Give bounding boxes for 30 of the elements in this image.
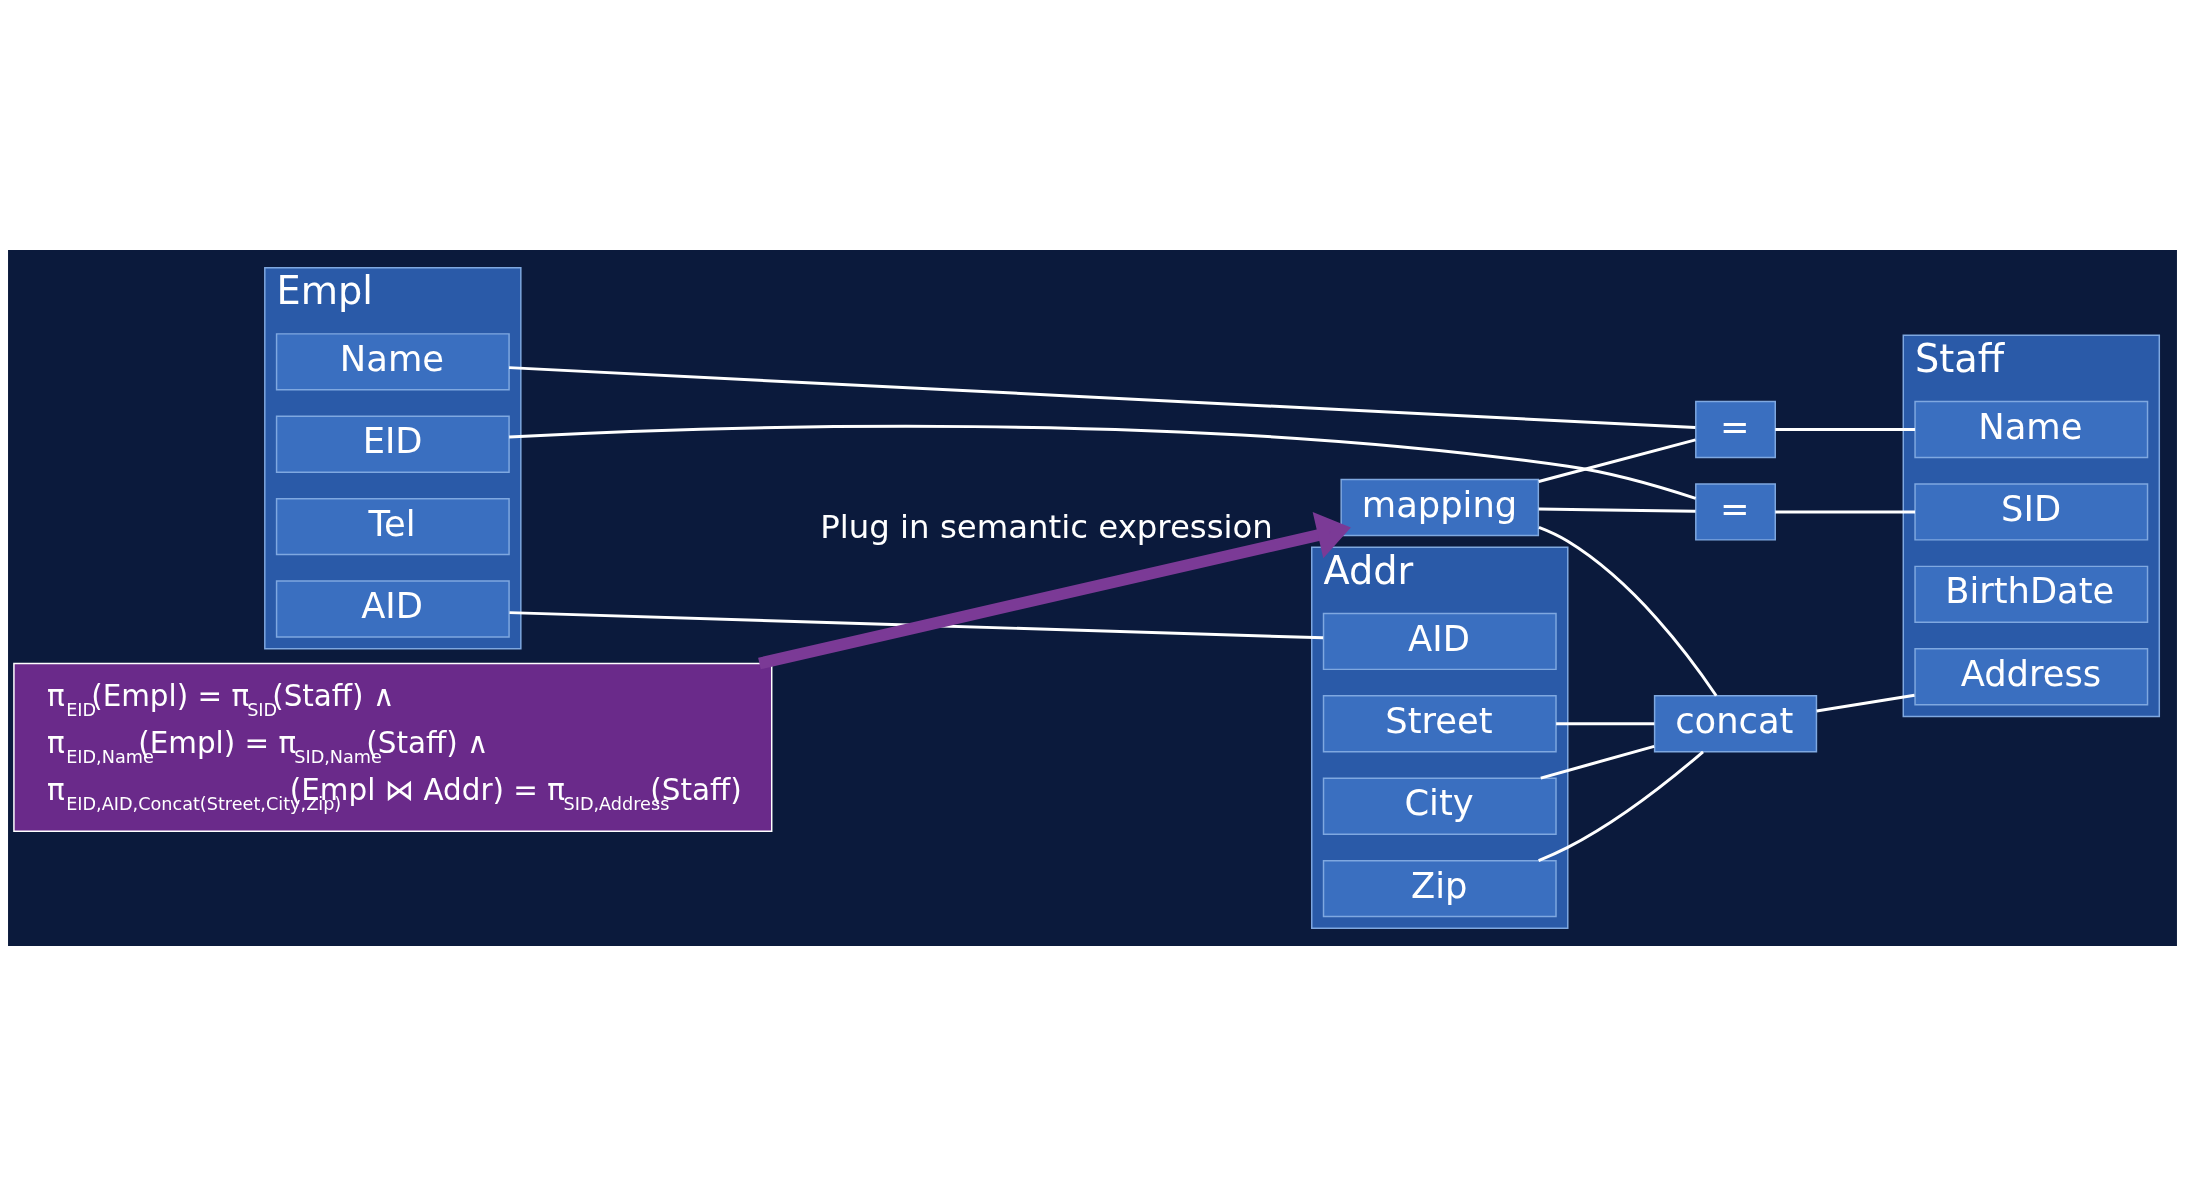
connector — [1538, 526, 1718, 697]
node-box: mapping — [1340, 478, 1540, 537]
node-box: = — [1695, 400, 1776, 459]
node-box: concat — [1653, 695, 1818, 753]
node-box: AID — [275, 580, 510, 638]
connector — [509, 611, 1324, 640]
node-box: Name — [275, 333, 510, 391]
node-box: Name — [1914, 400, 2149, 459]
arrow — [758, 512, 1351, 670]
connector — [509, 366, 1696, 430]
edge-label: Plug in semantic expression — [820, 507, 1273, 546]
node-box: Zip — [1322, 859, 1557, 918]
node-box: City — [1322, 777, 1557, 835]
node-box: BirthDate — [1914, 565, 2149, 623]
connector — [1538, 507, 1696, 513]
connector — [1538, 438, 1696, 483]
connector — [1775, 428, 1916, 431]
connector — [509, 424, 1697, 500]
node-box: Address — [1914, 648, 2149, 706]
node-box: Street — [1322, 695, 1557, 753]
node-box: EID — [275, 415, 510, 473]
node-box: = — [1695, 483, 1776, 541]
connector — [1816, 693, 1915, 713]
connector — [1775, 510, 1916, 514]
connector — [1540, 744, 1655, 780]
connector — [1556, 722, 1655, 726]
node-box: π$_{EID}$(Empl) = π$_{SID}$(Staff) ∧ π$_{EID,Name}$(Empl) = π$_{SID,Name}$(Staff) ∧ π$_{EID,AID,Concat(Street,City,Zip)}$(Empl ⋈ Addr) = π$_{SID,Address}$(Staff) — [13, 662, 773, 832]
node-box: SID — [1914, 483, 2149, 541]
node-box: AID — [1322, 612, 1557, 671]
node-box: Tel — [275, 497, 510, 556]
